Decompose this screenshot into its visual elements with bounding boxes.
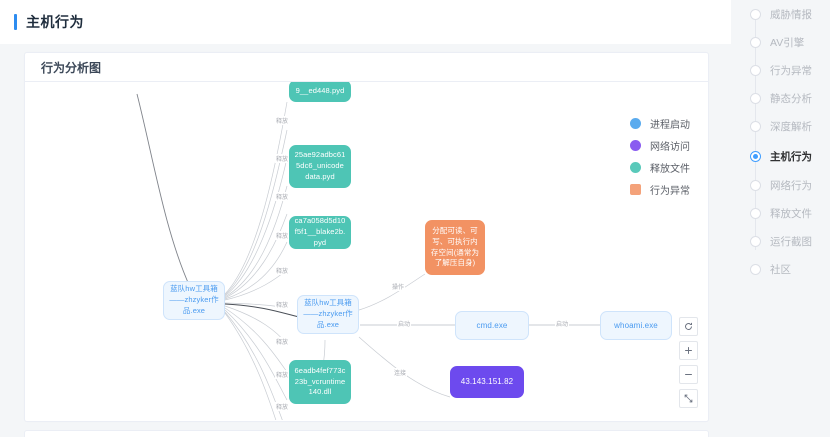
step-dot-icon [750, 120, 761, 132]
edge-label-release: 释放 [275, 337, 290, 346]
legend-color-swatch [630, 162, 641, 173]
edge-label-release: 释放 [275, 402, 290, 411]
sidebar-item-label: 社区 [770, 263, 791, 276]
legend-color-swatch [630, 118, 641, 129]
step-dot-icon [750, 207, 761, 219]
graph-node-process-root[interactable]: 蓝队hw工具箱——zhzyker作品.exe [163, 281, 225, 320]
step-dot-icon [750, 8, 761, 20]
page-header: 主机行为 [0, 0, 731, 44]
sidebar-item-dropped-files[interactable]: 释放文件 [731, 205, 812, 221]
graph-node-cmd[interactable]: cmd.exe [455, 311, 529, 340]
legend-color-swatch [630, 184, 641, 195]
edge-label-operate: 操作 [391, 282, 406, 291]
edge-label-release: 释放 [275, 231, 290, 240]
graph-node-file[interactable]: 25ae92adbc615dc6_unicodedata.pyd [289, 145, 351, 188]
sidebar-item-behavior-anomaly[interactable]: 行为异常 [731, 62, 812, 78]
sidebar-item-label: 威胁情报 [770, 8, 812, 21]
graph-node-file[interactable]: 9__ed448.pyd [289, 82, 351, 102]
card-header: 行为分析图 [25, 53, 708, 82]
graph-node-file[interactable]: ca7a058d5d10f5f1__blake2b.pyd [289, 216, 351, 249]
graph-node-process-child[interactable]: 蓝队hw工具箱——zhzyker作品.exe [297, 295, 359, 334]
sidebar-item-network-behavior[interactable]: 网络行为 [731, 177, 812, 193]
sidebar-item-threat-intel[interactable]: 威胁情报 [731, 6, 812, 22]
step-dot-icon [750, 150, 761, 162]
sidebar-item-label: 静态分析 [770, 92, 812, 105]
main-column: 主机行为 行为分析图 [0, 0, 731, 437]
graph-legend: 进程启动 网络访问 释放文件 行为异常 [630, 116, 690, 197]
sidebar-item-av-engine[interactable]: AV引擎 [731, 34, 804, 50]
sidebar-item-label: 行为异常 [770, 64, 812, 77]
step-dot-icon [750, 64, 761, 76]
edge-label-connect: 连接 [393, 368, 408, 377]
legend-label: 释放文件 [650, 164, 690, 175]
side-navigation: 威胁情报 AV引擎 行为异常 静态分析 深度解析 主机行为 网络行为 释放文件 [731, 0, 830, 437]
step-dot-icon [750, 235, 761, 247]
sidebar-item-deep-analysis[interactable]: 深度解析 [731, 118, 812, 134]
edge-label-release: 释放 [275, 300, 290, 309]
edge-label-release: 释放 [275, 266, 290, 275]
sidebar-item-label: 释放文件 [770, 207, 812, 220]
legend-label: 进程启动 [650, 120, 690, 131]
legend-label: 行为异常 [650, 186, 690, 197]
page-title: 主机行为 [26, 14, 84, 30]
zoom-in-icon[interactable] [679, 341, 698, 360]
step-dot-icon [750, 263, 761, 275]
graph-node-file[interactable]: 6eadb4fef773c23b_vcruntime140.dll [289, 360, 351, 404]
sidebar-item-host-behavior[interactable]: 主机行为 [731, 148, 812, 164]
sidebar-item-static-analysis[interactable]: 静态分析 [731, 90, 812, 106]
step-dot-icon [750, 36, 761, 48]
title-accent-bar [14, 14, 17, 30]
zoom-out-icon[interactable] [679, 365, 698, 384]
legend-label: 网络访问 [650, 142, 690, 153]
step-dot-icon [750, 92, 761, 104]
step-dot-icon [750, 179, 761, 191]
edge-label-release: 释放 [275, 192, 290, 201]
sidebar-item-label: 网络行为 [770, 179, 812, 192]
fullscreen-icon[interactable] [679, 389, 698, 408]
legend-color-swatch [630, 140, 641, 151]
behavior-graph-card: 行为分析图 [24, 52, 709, 422]
sidebar-item-community[interactable]: 社区 [731, 261, 791, 277]
edge-label-start: 启动 [397, 319, 412, 328]
graph-node-whoami[interactable]: whoami.exe [600, 311, 672, 340]
legend-item[interactable]: 进程启动 [630, 116, 690, 131]
edge-label-release: 释放 [275, 154, 290, 163]
sidebar-item-label: 主机行为 [770, 150, 812, 163]
edge-label-release: 释放 [275, 370, 290, 379]
legend-item[interactable]: 释放文件 [630, 160, 690, 175]
sidebar-item-label: AV引擎 [770, 36, 805, 49]
sidebar-item-runtime-screenshot[interactable]: 运行截图 [731, 233, 812, 249]
sidebar-item-label: 深度解析 [770, 120, 812, 133]
graph-canvas[interactable]: 释放 释放 释放 释放 释放 释放 释放 释放 释放 操作 启动 启动 连接 9… [25, 82, 708, 420]
next-card-sliver [24, 430, 709, 437]
card-title: 行为分析图 [41, 60, 102, 75]
edge-label-start: 启动 [555, 319, 570, 328]
graph-node-anomaly[interactable]: 分配可读、可写、可执行内存空间(通常为了解压自身) [425, 220, 485, 275]
nav-timeline-line [755, 14, 756, 250]
edge-label-release: 释放 [275, 116, 290, 125]
graph-zoom-toolbar [679, 317, 698, 408]
reset-icon[interactable] [679, 317, 698, 336]
graph-node-network[interactable]: 43.143.151.82 [450, 366, 524, 398]
graph-edges [136, 93, 600, 420]
legend-item[interactable]: 网络访问 [630, 138, 690, 153]
sidebar-item-label: 运行截图 [770, 235, 812, 248]
legend-item[interactable]: 行为异常 [630, 182, 690, 197]
